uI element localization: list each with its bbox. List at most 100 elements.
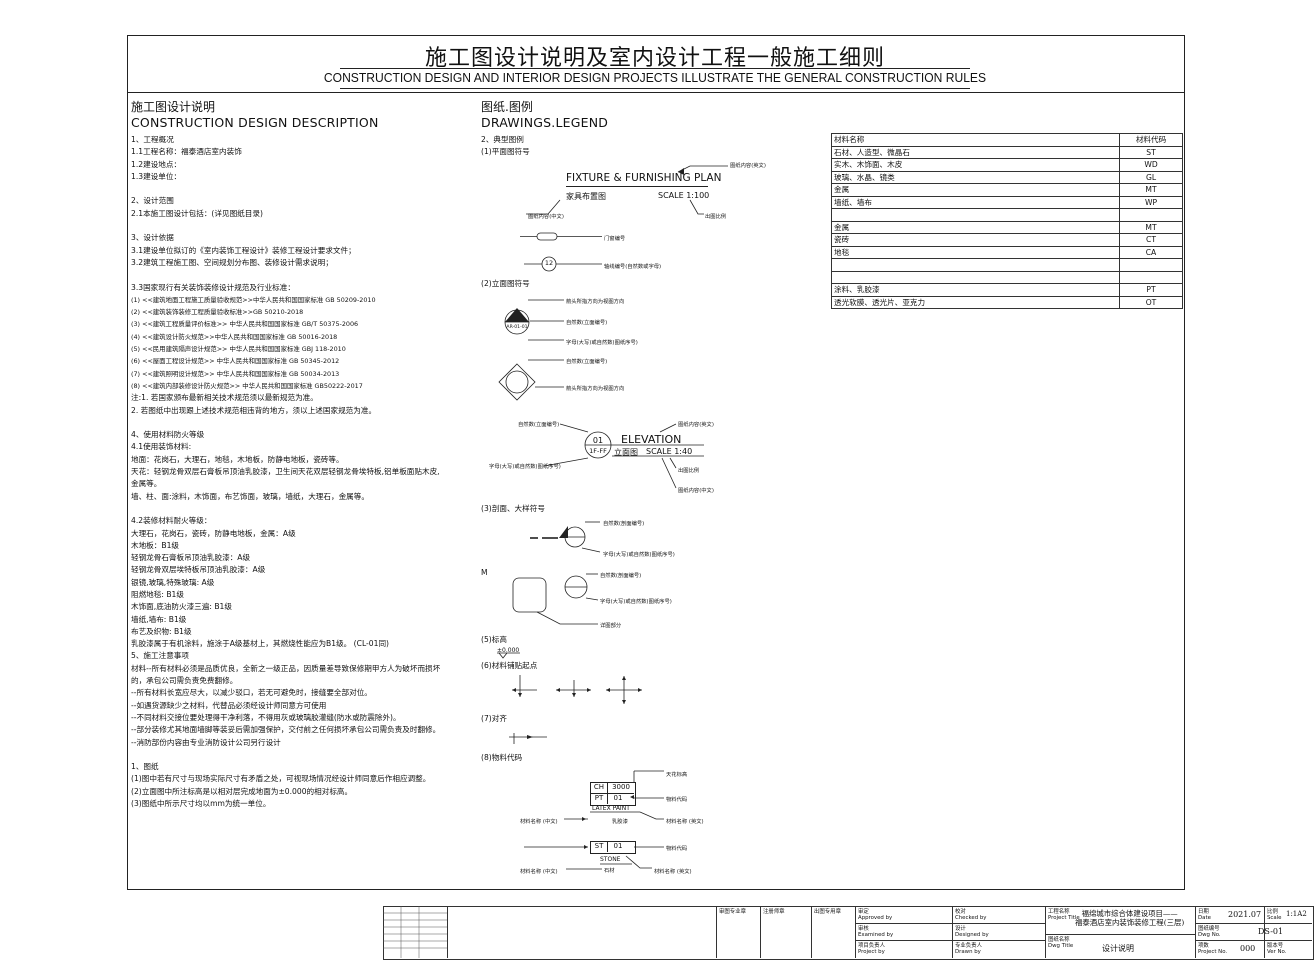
description-line: 1、图纸: [131, 762, 159, 772]
legend-heading-cn: 图纸.图例: [481, 100, 533, 114]
tb-review-seal: 审图专业章: [719, 909, 746, 915]
material-code-cell: PT: [1119, 283, 1183, 297]
tb-line: [952, 906, 953, 958]
description-line: (2) <<建筑装饰装修工程质量验收标准>>GB 50210-2018: [131, 308, 304, 317]
tb-line: [855, 940, 1045, 941]
left-heading-en: CONSTRUCTION DESIGN DESCRIPTION: [131, 115, 379, 130]
description-line: 金属等。: [131, 479, 162, 489]
label-letter-sheet-2: 字母(大写)或自然数(图纸序号): [489, 464, 561, 470]
code-st-value: 01: [613, 842, 623, 850]
code-box-div: [607, 782, 608, 804]
description-line: --消防部份内容由专业消防设计公司另行设计: [131, 737, 281, 747]
description-line: (1) <<建筑地面工程施工质量验收规范>>中华人民共和国国家标准 GB 502…: [131, 295, 376, 304]
label-mat-cn-2: 材料名称 (中文): [520, 869, 558, 875]
description-line: 3.1建设单位拟订的《室内装饰工程设计》装修工程设计要求文件；: [131, 245, 356, 255]
material-name-cell: [831, 208, 1120, 222]
code-stone-cn: 石材: [604, 868, 615, 874]
code-ch-value: 3000: [612, 783, 630, 791]
tb-examined: 审核 Examined by: [858, 926, 894, 938]
material-code-cell: [1119, 258, 1183, 272]
legend-plan: (1)平面图符号: [481, 147, 530, 156]
code-latex: LATEX PAINT: [592, 805, 630, 812]
tb-issue-seal: 出图专用章: [814, 909, 841, 915]
description-line: --不同材料交接位要处理得干净利落，不得用灰或玻璃胶灌缝(防水或防震除外)。: [131, 712, 401, 722]
label-title-en: 图纸内容(英文): [730, 163, 766, 169]
tb-dwg-title-label: 图纸名称 Dwg Title: [1048, 937, 1074, 949]
label-mat-en-2: 材料名称 (英文): [654, 869, 692, 875]
tb-scale-label: 比例 Scale: [1267, 909, 1282, 921]
material-code-cell: MT: [1119, 183, 1183, 197]
sym-code: AR-01-01: [506, 325, 528, 330]
label-title-cn: 图纸内容(中文): [528, 214, 564, 220]
tb-line: [447, 906, 448, 958]
legend-sec: (3)剖面、大样符号: [481, 504, 545, 513]
left-heading-cn: 施工图设计说明: [131, 100, 216, 114]
description-line: 2.1本施工图设计包括：(详见图纸目录): [131, 208, 263, 218]
legend-level: (5)标高: [481, 635, 507, 644]
label-door-no: 门窗编号: [604, 236, 626, 242]
material-name-cell: 石材、人造型、微晶石: [831, 145, 1120, 159]
description-line: 地面：花岗石，大理石，地毯，木地板，防静电地板，瓷砖等。: [131, 454, 344, 464]
table-row: [831, 258, 1183, 272]
elev-sub: 立面图: [614, 448, 638, 457]
code-box: [590, 782, 636, 806]
description-line: 2、设计范围: [131, 196, 174, 206]
description-line: 1.1工程名称：福泰酒店室内装饰: [131, 147, 242, 157]
tb-drawn-by: 专业负责人 Drawn by: [955, 943, 982, 955]
tb-line: [716, 906, 717, 958]
legend-start: (6)材料铺贴起点: [481, 661, 538, 670]
description-line: 木饰面,底油防火漆三遍: B1级: [131, 602, 232, 612]
tb-line: [855, 906, 856, 958]
tb-checked: 校对 Checked by: [955, 909, 987, 921]
description-line: (8) <<建筑内部装修设计防火规范>> 中华人民共和国国家标准 GB50222…: [131, 381, 363, 390]
elev-code: 1F-FF: [589, 447, 607, 455]
label-arrow-dir: 箭头所指方向为视图方向: [566, 299, 625, 305]
tb-line: [1195, 923, 1312, 924]
elev-num: 01: [592, 436, 604, 445]
label-detail-part: 详图部分: [600, 623, 622, 629]
material-name-cell: [831, 258, 1120, 272]
design-description: 施工图设计说明 CONSTRUCTION DESIGN DESCRIPTION …: [131, 98, 476, 810]
elev-scale: SCALE 1:40: [646, 447, 693, 456]
tb-projno: 000: [1240, 944, 1256, 953]
tb-line: [1195, 906, 1196, 958]
material-name-cell: 玻璃、水晶、镜类: [831, 170, 1120, 184]
material-name-cell: 材料名称: [831, 133, 1120, 147]
description-line: 1、工程概况: [131, 135, 174, 144]
axis-value: 12: [544, 259, 554, 267]
tb-dwgno: DS-01: [1258, 927, 1284, 936]
title-rule: [340, 68, 970, 69]
code-box-2: [590, 841, 636, 854]
tb-designed: 设计 Designed by: [955, 926, 989, 938]
description-line: --所有材料长宽应尽大，以减少驳口，若无可避免时，接缝要全部对位。: [131, 688, 372, 698]
legend-align: (7)对齐: [481, 714, 507, 723]
tb-project-title: 福绵城市综合体建设项目—— 福泰酒店室内装饰装修工程(三层): [1075, 909, 1185, 927]
material-code-cell: WD: [1119, 158, 1183, 172]
description-line: --如遇货源缺少之材料，代替品必须经设计师同意方可使用: [131, 700, 327, 710]
description-line: (2)立面图中所注标高是以相对层完成地面为±0.000的相对标高。: [131, 786, 353, 796]
tb-line: [1195, 940, 1312, 941]
label-axis-no: 轴线编号(自然数或字母): [604, 264, 662, 270]
description-line: (1)图中若有尺寸与现场实际尺寸有矛盾之处，可视现场情况经设计师同意后作相应调整…: [131, 774, 431, 784]
plan-title: FIXTURE & FURNISHING PLAN: [566, 172, 722, 184]
description-line: 1.3建设单位：: [131, 171, 182, 181]
material-code-cell: CT: [1119, 233, 1183, 247]
description-line: 4、使用材料防火等级: [131, 430, 205, 440]
description-line: 阻燃地毯: B1级: [131, 589, 184, 599]
label-title-cn-2: 图纸内容(中文): [678, 488, 714, 494]
label-nat-elev-3: 自然数(立面编号): [518, 422, 560, 428]
level-value: ±0.000: [497, 647, 520, 654]
description-line: 注:1. 若国家颁布最新相关技术规范须以最新规范为准。: [131, 393, 318, 403]
table-row: [831, 270, 1183, 284]
label-mat-en: 材料名称 (英文): [666, 819, 704, 825]
description-line: (7) <<建筑照明设计规范>> 中华人民共和国国家标准 GB 50034-20…: [131, 369, 340, 378]
material-name-cell: [831, 270, 1120, 284]
material-name-cell: 金属: [831, 183, 1120, 197]
description-line: 墙、柱、面:涂料，木饰面，布艺饰面，玻璃，墙纸，大理石，金属等。: [131, 491, 369, 501]
tb-projno-label: 项数 Project No.: [1198, 943, 1228, 955]
